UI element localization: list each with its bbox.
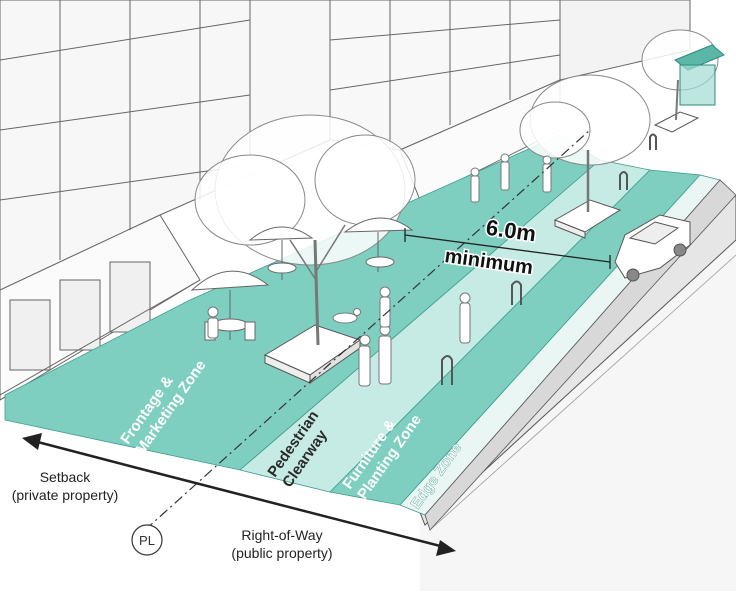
right-of-way-label-line1: Right-of-Way (241, 527, 322, 543)
setback-label-line2: (private property) (12, 487, 119, 503)
property-line-marker-label: PL (139, 533, 155, 548)
setback-label-line1: Setback (40, 469, 92, 485)
right-of-way-label-line2: (public property) (231, 545, 332, 561)
property-line-marker: PL (132, 525, 162, 555)
